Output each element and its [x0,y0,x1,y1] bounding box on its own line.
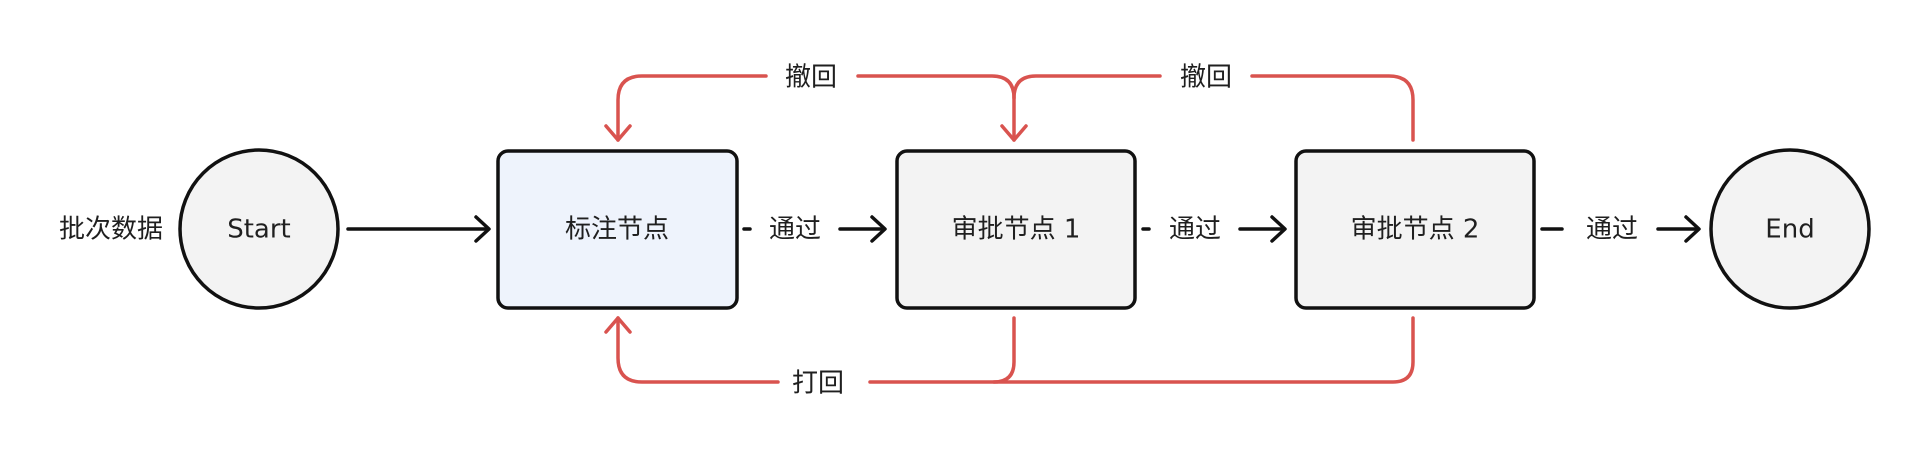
withdraw-arrow-1-head [604,124,632,142]
input-label: 批次数据 [59,215,163,245]
start-node-label: Start [227,215,291,245]
approve2-node[interactable] [1294,149,1536,310]
annotate-node-label: 标注节点 [565,215,669,245]
withdraw-arrow-1-right [856,74,1016,100]
approve2-node-label: 审批节点 2 [1351,215,1480,245]
reject-arrow-from-approve2 [992,316,1415,384]
approve1-node[interactable] [895,149,1137,310]
withdraw-arrow-1 [616,74,768,142]
annotate-to-approve1-arrow-head [870,215,887,243]
approve2-to-end-arrow-head [1684,215,1701,243]
pass-label-2: 通过 [1169,215,1221,245]
pass-label-3: 通过 [1586,215,1638,245]
end-node-label: End [1765,215,1814,245]
withdraw-label-1: 撤回 [785,63,837,93]
reject-arrow-to-annotate [616,316,780,384]
withdraw-arrow-2-head [1000,124,1028,142]
approve1-to-approve2-arrow-head [1270,215,1287,243]
withdraw-arrow-2 [1250,74,1415,142]
withdraw-arrow-2-left [1012,74,1162,142]
reject-arrow-head [604,316,632,334]
withdraw-label-2: 撤回 [1180,63,1232,93]
end-node[interactable] [1709,148,1871,310]
pass-label-1: 通过 [769,215,821,245]
start-node[interactable] [178,148,340,310]
approve1-node-label: 审批节点 1 [952,215,1081,245]
start-to-annotate-arrow-head [474,215,491,243]
reject-arrow-from-approve1 [868,316,1016,384]
annotate-node[interactable] [496,149,739,310]
reject-label: 打回 [792,369,844,399]
